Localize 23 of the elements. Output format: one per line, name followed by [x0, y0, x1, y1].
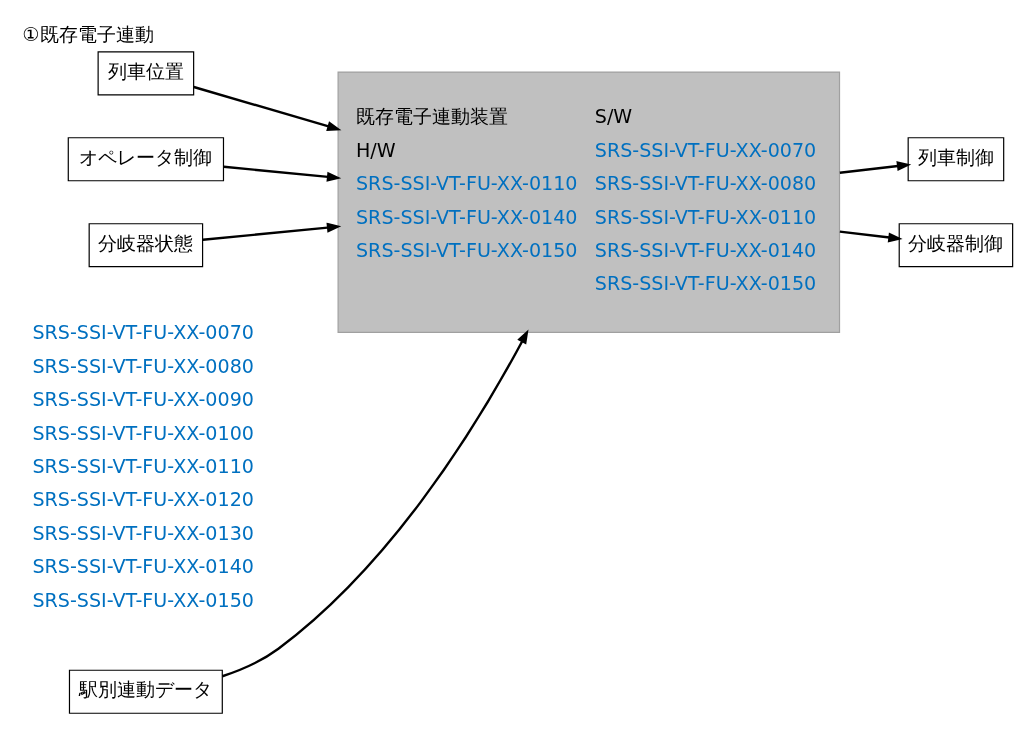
node-label: SRS-SSI-VT-FU-XX-0110 — [32, 454, 254, 478]
node-label: SRS-SSI-VT-FU-XX-0080 — [32, 354, 254, 378]
arrow — [193, 85, 342, 131]
node-label: SRS-SSI-VT-FU-XX-0130 — [32, 521, 254, 545]
diagram-title: ①既存電子連動 — [22, 22, 154, 46]
node-box: 既存電子連動装置 S/W H/W SRS-SSI-VT-FU-XX-0070 SRS-SSI-VT-FU-XX-0110 SRS-SSI-VT-FU-XX-0080 SRS-SSI-VT-FU-XX-0140 SRS-SSI-VT-FU-XX-0110 SRS-SSI-VT-FU-XX-0150 SRS-SSI-VT-FU-XX-0140 SRS-SSI-VT-FU-XX-0150 — [337, 71, 841, 333]
arrow — [839, 160, 912, 174]
node-box: 駅別連動データ — [68, 669, 223, 714]
arrow — [839, 230, 903, 242]
node-box: 列車位置 — [97, 50, 195, 95]
arrow — [221, 328, 529, 677]
node-label: SRS-SSI-VT-FU-XX-0150 — [32, 588, 254, 612]
arrow — [202, 222, 342, 241]
node-box: オペレータ制御 — [67, 136, 225, 181]
node-label: SRS-SSI-VT-FU-XX-0090 — [32, 387, 254, 411]
node-box: 分岐器状態 — [88, 222, 204, 267]
node-box: 分岐器制御 — [898, 222, 1014, 267]
node-box: 列車制御 — [907, 136, 1005, 181]
arrow — [223, 165, 342, 182]
node-label: SRS-SSI-VT-FU-XX-0070 — [32, 320, 254, 344]
node-label: SRS-SSI-VT-FU-XX-0120 — [32, 487, 254, 511]
node-label: SRS-SSI-VT-FU-XX-0100 — [32, 421, 254, 445]
node-label: SRS-SSI-VT-FU-XX-0140 — [32, 554, 254, 578]
